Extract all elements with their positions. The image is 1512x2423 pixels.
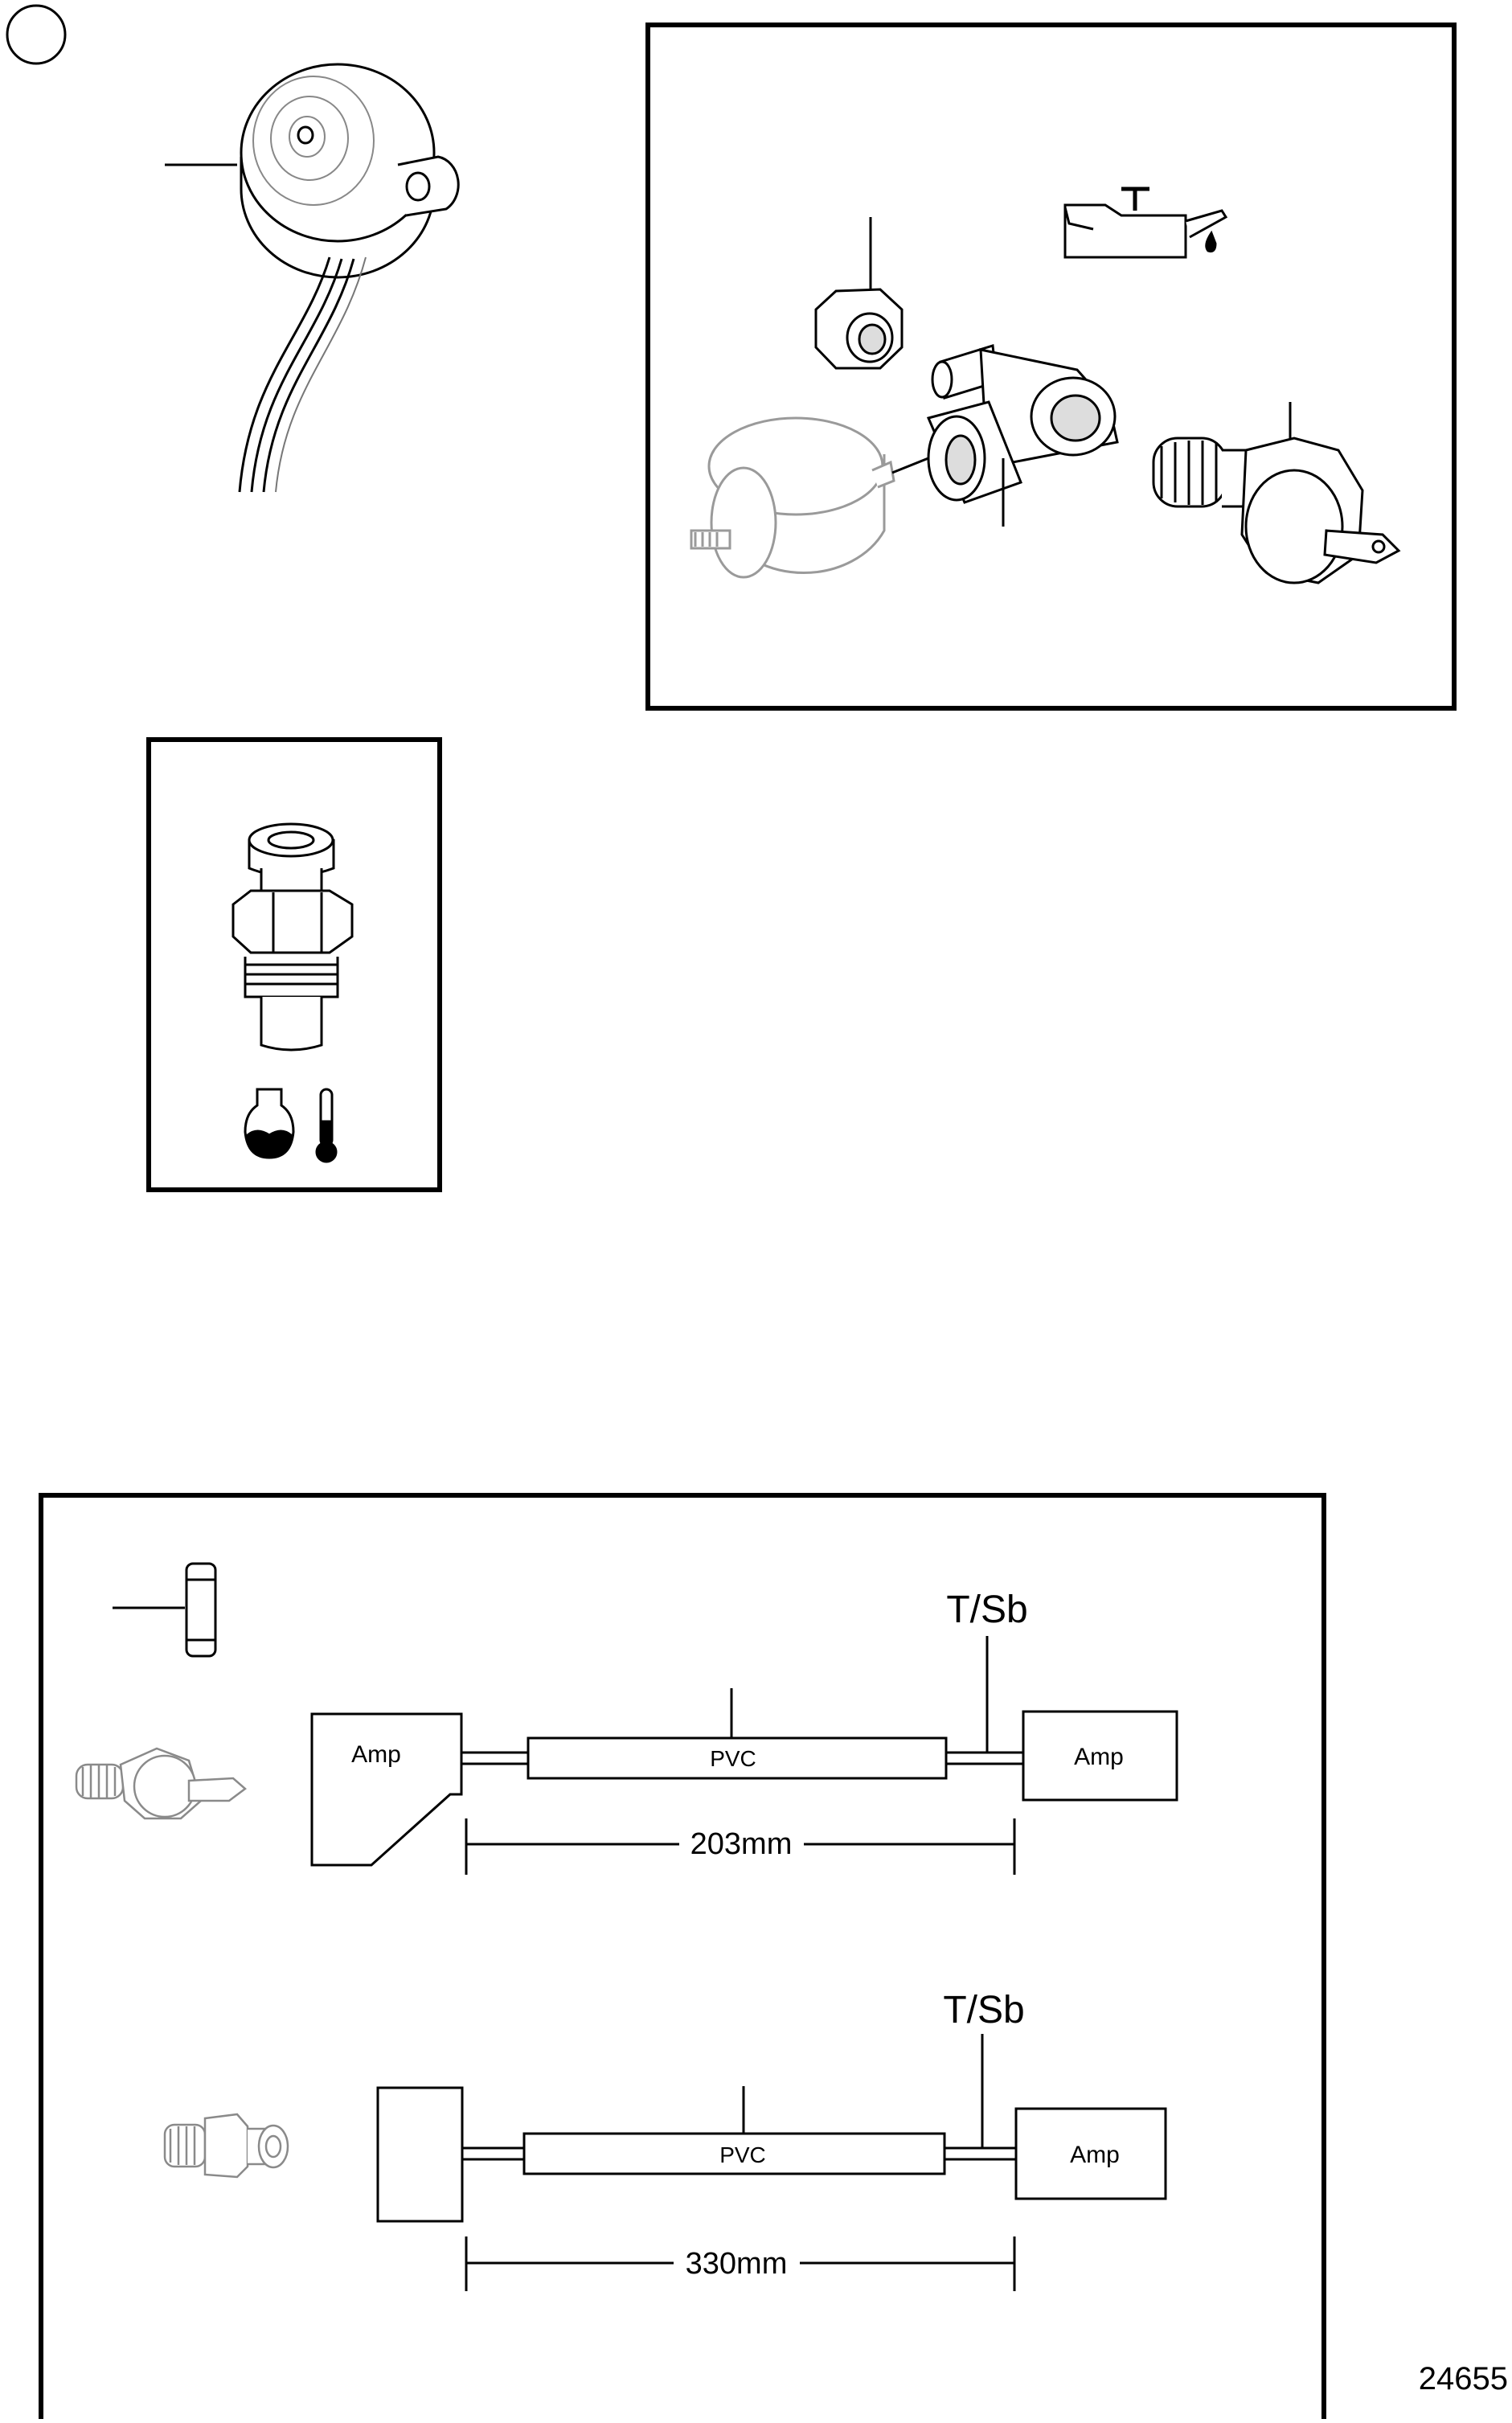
wire2-sleeve-label: PVC (719, 2142, 766, 2167)
wire1-terminal-label: T/Sb (946, 1589, 1027, 1631)
wire2-sleeve-shape (522, 2132, 946, 2175)
wire1-right-connector-shape (1022, 1710, 1178, 1802)
pressure-switch (1152, 402, 1401, 584)
drawing-number: 24655 (1419, 2361, 1508, 2396)
temperature-sender-thumbnail (163, 2113, 289, 2179)
wire2-length-label: 330mm (686, 2247, 788, 2281)
wire2-right-connector-label: Amp (1070, 2142, 1120, 2168)
wire1-left-connector-shape (310, 1712, 463, 1867)
coolant-temperature-icon (244, 1088, 338, 1163)
oil-pressure-kit-frame (645, 23, 1457, 711)
wiring-kit-frame (39, 1493, 1326, 2423)
temperature-sender-frame (146, 737, 442, 1192)
knock-sensor (6, 4, 460, 493)
wire2-terminal-label: T/Sb (943, 1989, 1024, 2031)
pressure-sender (690, 416, 945, 579)
wire-harness-1 (310, 1636, 1178, 1875)
reference-circle-marker (6, 4, 67, 65)
pressure-switch-thumbnail (75, 1747, 247, 1820)
fuse (113, 1562, 217, 1658)
wire1-sleeve-shape (527, 1736, 948, 1780)
wire1-length-label: 203mm (690, 1827, 793, 1861)
wire-harness-2 (376, 2034, 1167, 2291)
wire1-sleeve-label: PVC (710, 1746, 756, 1771)
wire2-left-connector-shape (376, 2086, 464, 2223)
temperature-sender (232, 822, 354, 1052)
banjo-nut (814, 217, 904, 370)
tee-adapter (926, 344, 1119, 527)
wire2-right-connector-shape (1014, 2107, 1167, 2200)
wire1-right-connector-label: Amp (1074, 1744, 1124, 1770)
wire1-left-connector-label: Amp (351, 1741, 401, 1768)
oil-can-icon (1063, 187, 1228, 259)
